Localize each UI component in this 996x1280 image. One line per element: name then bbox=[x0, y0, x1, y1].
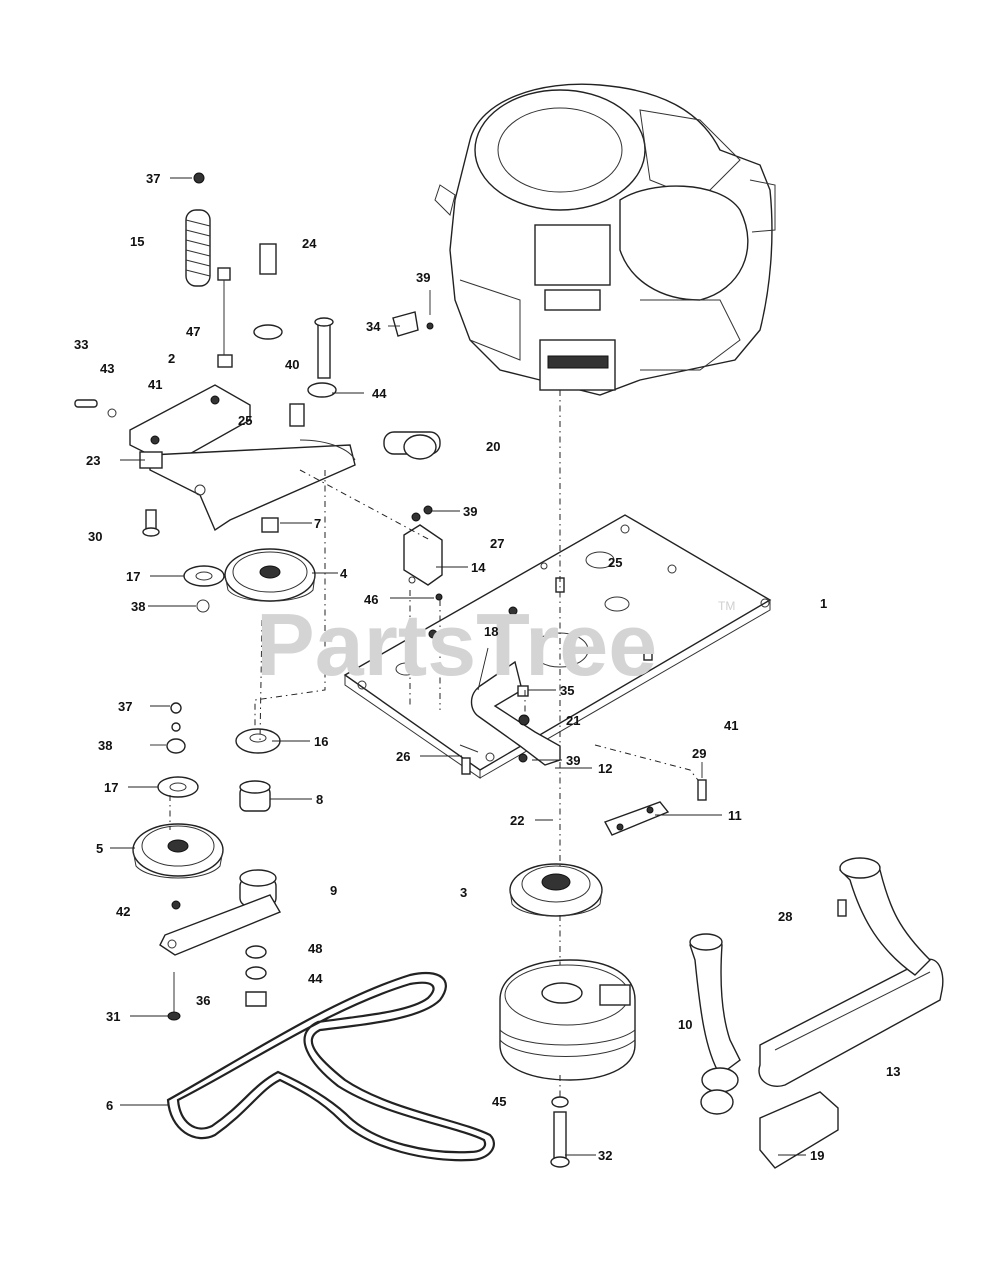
callout-17-lower: 17 bbox=[104, 780, 118, 795]
callout-25-bracket: 25 bbox=[238, 413, 252, 428]
callout-16: 16 bbox=[314, 734, 328, 749]
callout-8: 8 bbox=[316, 792, 323, 807]
callout-37-lower: 37 bbox=[118, 699, 132, 714]
bracket-14 bbox=[403, 505, 443, 601]
spacer-20 bbox=[383, 431, 441, 460]
engine bbox=[392, 83, 776, 396]
deck-plate bbox=[343, 514, 772, 779]
callout-9: 9 bbox=[330, 883, 337, 898]
bolt-32 bbox=[550, 1096, 570, 1168]
callout-41-bracket: 41 bbox=[148, 377, 162, 392]
callout-24: 24 bbox=[302, 236, 317, 251]
callout-46: 46 bbox=[364, 592, 378, 607]
centerlines bbox=[169, 390, 699, 1100]
callout-48: 48 bbox=[308, 941, 322, 956]
callout-12: 12 bbox=[598, 761, 612, 776]
callout-19: 19 bbox=[810, 1148, 824, 1163]
callout-32: 32 bbox=[598, 1148, 612, 1163]
callout-31: 31 bbox=[106, 1009, 120, 1024]
callout-39-tube: 39 bbox=[566, 753, 580, 768]
callout-34: 34 bbox=[366, 319, 381, 334]
callout-39-engine: 39 bbox=[416, 270, 430, 285]
callout-1: 1 bbox=[820, 596, 827, 611]
callout-28: 28 bbox=[778, 909, 792, 924]
callout-44-lower: 44 bbox=[308, 971, 323, 986]
callout-30: 30 bbox=[88, 529, 102, 544]
callout-36: 36 bbox=[196, 993, 210, 1008]
idler-bracket bbox=[129, 384, 356, 532]
callout-6: 6 bbox=[106, 1098, 113, 1113]
small-parts bbox=[74, 243, 337, 1021]
callout-42: 42 bbox=[116, 904, 130, 919]
exhaust-tube bbox=[459, 660, 561, 766]
callout-38-upper: 38 bbox=[131, 599, 145, 614]
callout-43: 43 bbox=[100, 361, 114, 376]
callout-44-top: 44 bbox=[372, 386, 387, 401]
callout-3: 3 bbox=[460, 885, 467, 900]
callout-21: 21 bbox=[566, 713, 580, 728]
callout-13: 13 bbox=[886, 1064, 900, 1079]
callout-23: 23 bbox=[86, 453, 100, 468]
callout-47: 47 bbox=[186, 324, 200, 339]
callout-2: 2 bbox=[168, 351, 175, 366]
spring bbox=[185, 172, 211, 287]
callout-18: 18 bbox=[484, 624, 498, 639]
callout-17-upper: 17 bbox=[126, 569, 140, 584]
callout-37-top: 37 bbox=[146, 171, 160, 186]
drive-belt bbox=[166, 971, 495, 1162]
callout-4: 4 bbox=[340, 566, 348, 581]
callout-29: 29 bbox=[692, 746, 706, 761]
callout-10: 10 bbox=[678, 1017, 692, 1032]
callout-39-bracket: 39 bbox=[463, 504, 477, 519]
callout-15: 15 bbox=[130, 234, 144, 249]
callout-40: 40 bbox=[285, 357, 299, 372]
muffler bbox=[689, 857, 944, 1169]
callout-7: 7 bbox=[314, 516, 321, 531]
pulley-4 bbox=[224, 548, 316, 602]
engine-pulley bbox=[509, 863, 603, 917]
callout-27: 27 bbox=[490, 536, 504, 551]
callout-25-plate: 25 bbox=[608, 555, 622, 570]
misc-bolts bbox=[461, 577, 707, 801]
callout-20: 20 bbox=[486, 439, 500, 454]
callout-35: 35 bbox=[560, 683, 574, 698]
callout-22: 22 bbox=[510, 813, 524, 828]
callout-11: 11 bbox=[728, 808, 742, 823]
leader-lines bbox=[110, 177, 806, 1156]
callout-41-plate: 41 bbox=[724, 718, 738, 733]
watermark-trademark: TM bbox=[718, 599, 735, 613]
callout-5: 5 bbox=[96, 841, 103, 856]
callout-38-lower: 38 bbox=[98, 738, 112, 753]
bracket-11 bbox=[603, 801, 670, 836]
callout-26: 26 bbox=[396, 749, 410, 764]
callout-14: 14 bbox=[471, 560, 486, 575]
idler-arm bbox=[159, 869, 282, 956]
watermark-text: PartsTree bbox=[256, 595, 657, 694]
callout-labels: 37 15 24 39 34 47 40 44 33 43 2 41 25 23… bbox=[74, 171, 900, 1163]
pulley-5 bbox=[132, 823, 224, 879]
callout-33: 33 bbox=[74, 337, 88, 352]
callout-45: 45 bbox=[492, 1094, 506, 1109]
clutch bbox=[499, 959, 636, 1081]
